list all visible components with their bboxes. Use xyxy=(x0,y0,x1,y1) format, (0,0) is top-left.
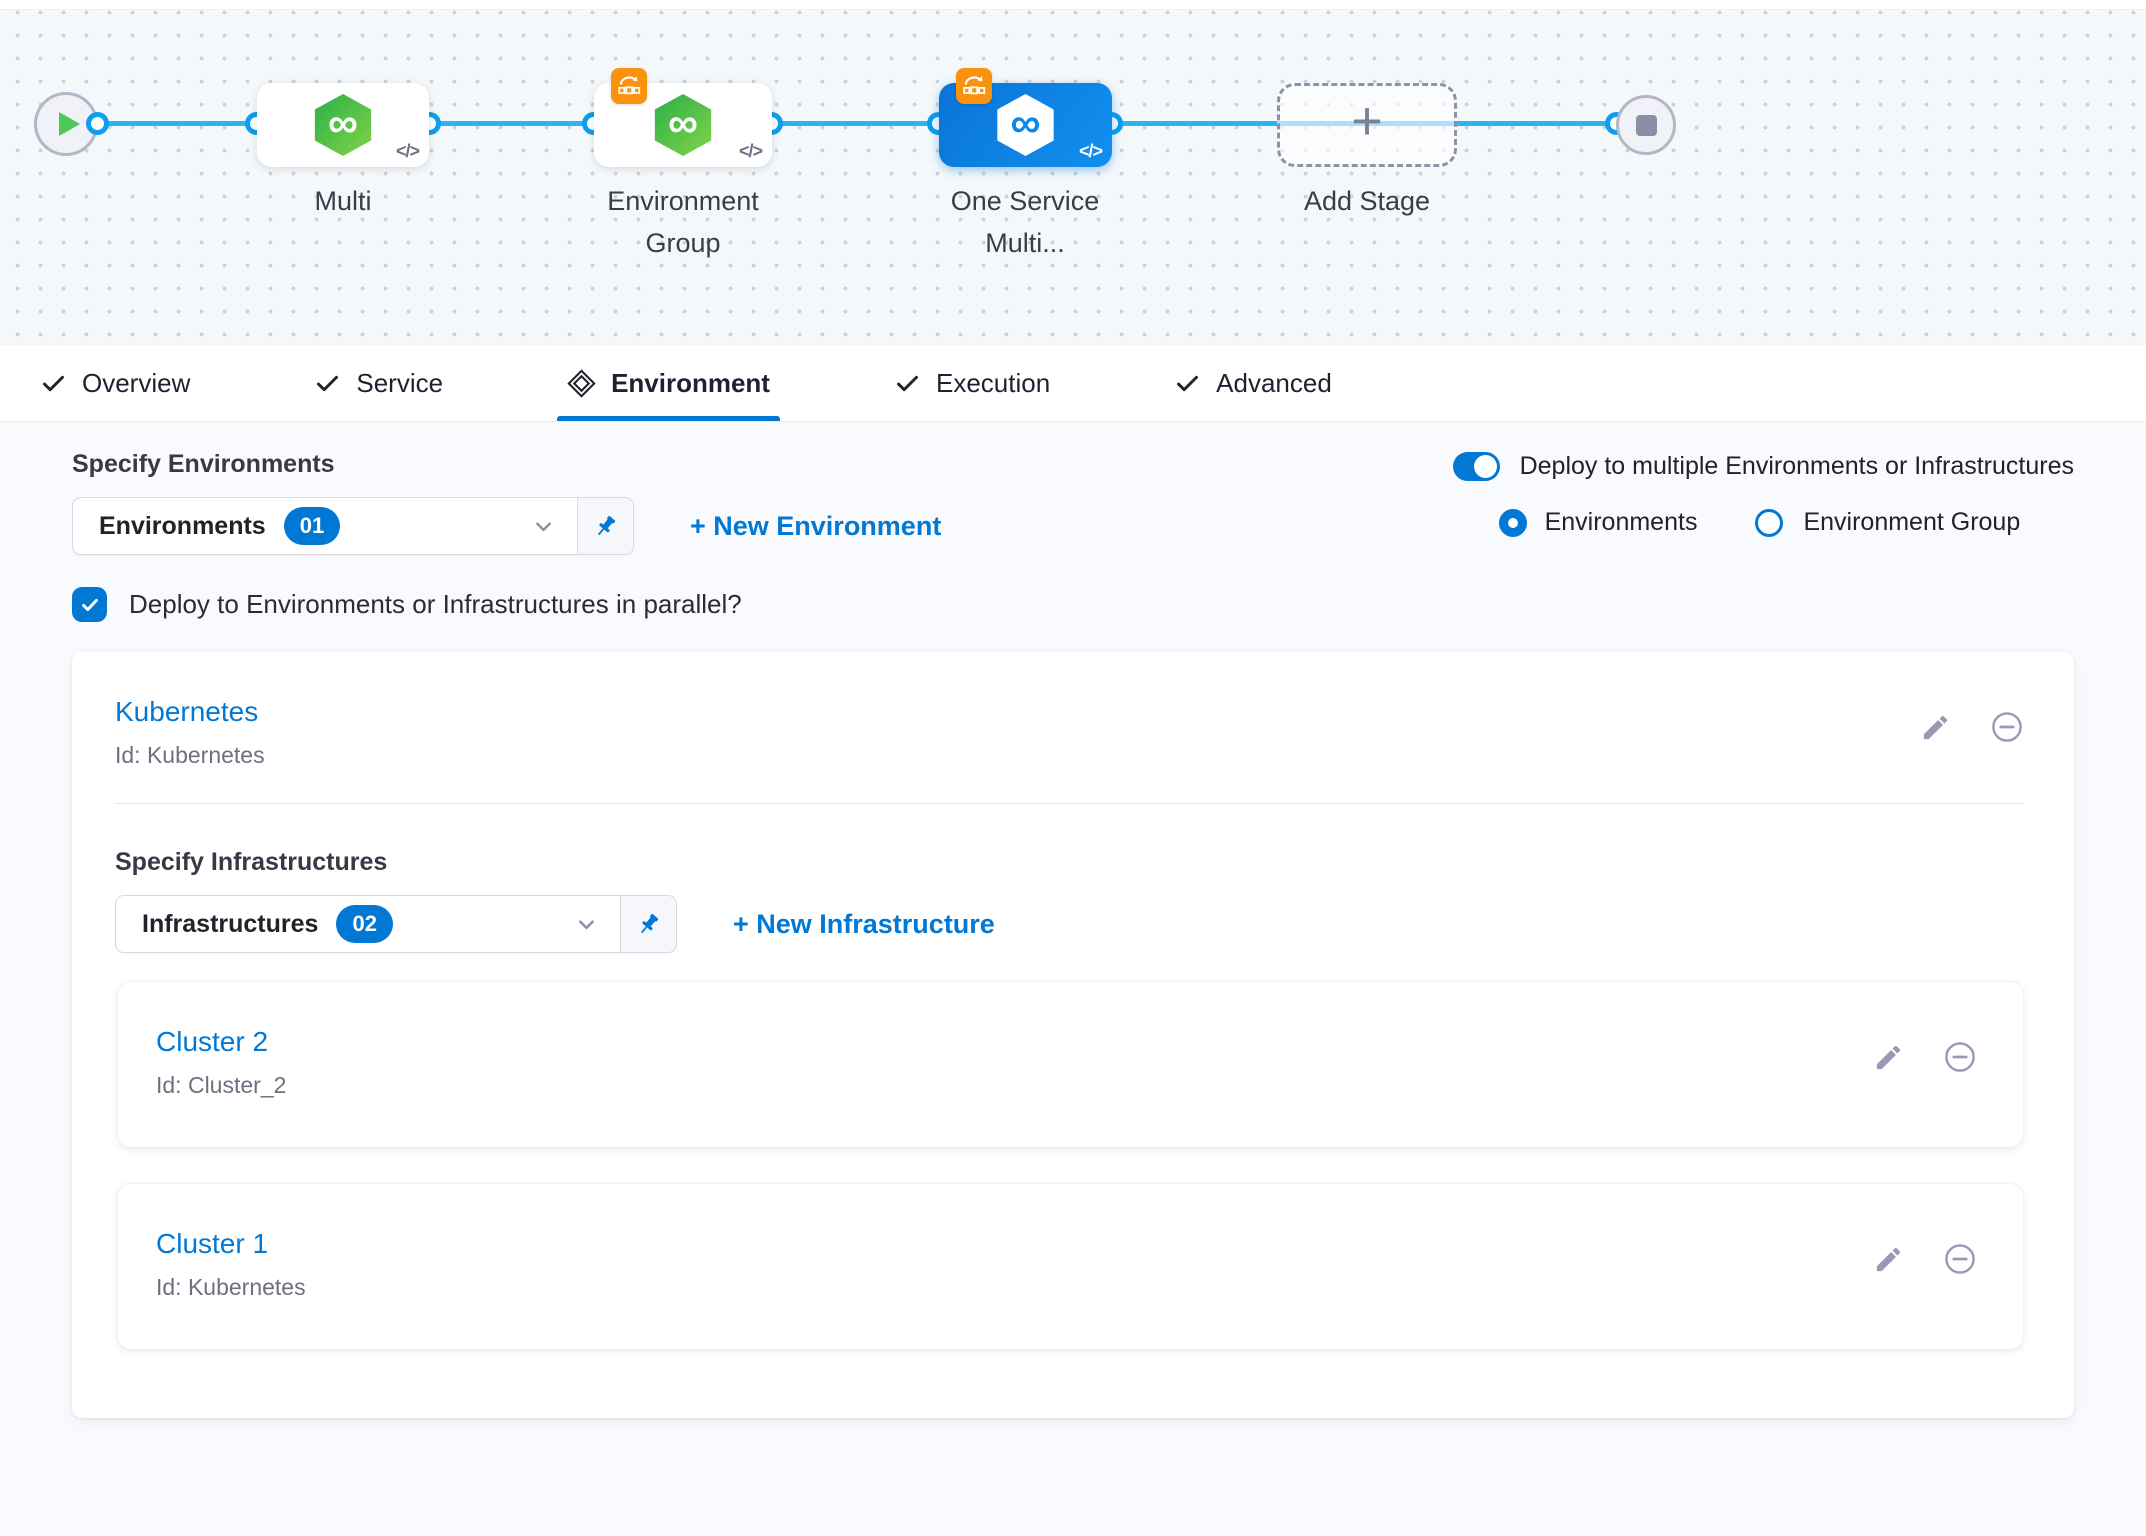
service-hexagon-icon: ∞ xyxy=(651,94,715,156)
tab-label: Advanced xyxy=(1216,368,1332,399)
stage-label: Multi xyxy=(248,180,438,222)
play-icon xyxy=(59,112,80,136)
code-glyph: </> xyxy=(1079,141,1102,162)
minus-circle-icon xyxy=(1943,1039,1977,1075)
new-infrastructure-link[interactable]: + New Infrastructure xyxy=(733,909,995,940)
new-environment-link[interactable]: + New Environment xyxy=(690,511,941,542)
tab-label: Overview xyxy=(82,368,190,399)
chevron-down-icon xyxy=(530,513,557,540)
stage-tabbar: Overview Service Environment Execution A… xyxy=(0,345,2146,422)
radio-environments-label: Environments xyxy=(1545,508,1698,537)
plus-icon: + xyxy=(1351,100,1383,143)
count-badge: 01 xyxy=(284,507,340,545)
tab-advanced[interactable]: Advanced xyxy=(1170,345,1336,421)
minus-circle-icon xyxy=(1943,1241,1977,1277)
code-glyph: </> xyxy=(739,141,762,162)
remove-infrastructure-button[interactable] xyxy=(1943,1040,1977,1074)
edit-infrastructure-button[interactable] xyxy=(1871,1040,1905,1074)
minus-circle-icon xyxy=(1990,709,2024,745)
rollout-badge-icon xyxy=(611,68,647,104)
active-tab-underline xyxy=(557,416,780,421)
pencil-icon xyxy=(1920,712,1951,743)
pencil-icon xyxy=(1873,1042,1904,1073)
connector-port xyxy=(86,112,109,135)
tab-label: Service xyxy=(356,368,443,399)
check-icon xyxy=(894,370,921,397)
remove-environment-button[interactable] xyxy=(1990,710,2024,744)
stage-label: One Service Multi... xyxy=(930,180,1120,264)
check-icon xyxy=(79,594,101,616)
rollout-badge-icon xyxy=(956,68,992,104)
infrastructure-name-link[interactable]: Cluster 2 xyxy=(156,1026,286,1058)
deploy-options: Deploy to multiple Environments or Infra… xyxy=(1453,450,2074,555)
specify-infrastructures-label: Specify Infrastructures xyxy=(115,848,2024,877)
edit-infrastructure-button[interactable] xyxy=(1871,1242,1905,1276)
pin-button[interactable] xyxy=(620,896,676,952)
stage-node-multi[interactable]: ∞ </> xyxy=(257,83,429,167)
specify-environments-label: Specify Environments xyxy=(72,450,941,479)
environments-dropdown[interactable]: Environments 01 xyxy=(72,497,634,555)
pin-icon xyxy=(635,911,662,938)
dropdown-value: Infrastructures xyxy=(142,910,318,939)
multiple-environments-toggle-label: Deploy to multiple Environments or Infra… xyxy=(1520,452,2074,481)
dropdown-value: Environments xyxy=(99,512,266,541)
multiple-environments-toggle[interactable] xyxy=(1453,452,1500,481)
infrastructure-card-cluster-2: Cluster 2 Id: Cluster_2 xyxy=(117,981,2024,1148)
tab-overview[interactable]: Overview xyxy=(36,345,194,421)
pin-button[interactable] xyxy=(577,498,633,554)
specify-environments-section: Specify Environments Environments 01 xyxy=(72,450,941,555)
pin-icon xyxy=(592,513,619,540)
check-icon xyxy=(1174,370,1201,397)
toggle-knob xyxy=(1474,455,1497,478)
infrastructure-id: Id: Kubernetes xyxy=(156,1274,306,1301)
stage-node-one-service-multi[interactable]: ∞ </> xyxy=(939,83,1112,167)
infrastructure-card-cluster-1: Cluster 1 Id: Kubernetes xyxy=(117,1183,2024,1350)
environment-card-kubernetes: Kubernetes Id: Kubernetes Specify Infras… xyxy=(72,652,2074,1418)
chevron-down-icon xyxy=(573,911,600,938)
stage-node-environment-group[interactable]: ∞ </> xyxy=(594,83,772,167)
parallel-deploy-checkbox[interactable] xyxy=(72,587,107,622)
pipeline-canvas[interactable]: ∞ </> ∞ </> xyxy=(0,10,2146,345)
radio-environment-group[interactable] xyxy=(1755,509,1783,537)
count-badge: 02 xyxy=(336,905,392,943)
tab-label: Execution xyxy=(936,368,1050,399)
infrastructure-titles: Cluster 1 Id: Kubernetes xyxy=(156,1228,306,1301)
service-hexagon-icon: ∞ xyxy=(994,94,1058,156)
check-icon xyxy=(314,370,341,397)
check-icon xyxy=(40,370,67,397)
pipeline-end-node[interactable] xyxy=(1616,95,1676,155)
code-glyph: </> xyxy=(396,141,419,162)
stage-label: Add Stage xyxy=(1272,180,1462,222)
pencil-icon xyxy=(1873,1244,1904,1275)
environment-name-link[interactable]: Kubernetes xyxy=(115,696,265,728)
service-hexagon-icon: ∞ xyxy=(311,94,375,156)
radio-environment-group-label: Environment Group xyxy=(1803,508,2020,537)
edit-environment-button[interactable] xyxy=(1918,710,1952,744)
tab-environment[interactable]: Environment xyxy=(563,345,774,421)
tab-service[interactable]: Service xyxy=(310,345,447,421)
environment-id: Id: Kubernetes xyxy=(115,742,265,769)
add-stage-button[interactable]: + xyxy=(1277,83,1457,167)
environment-icon xyxy=(567,369,596,398)
divider xyxy=(115,803,2024,804)
parallel-deploy-checkbox-label: Deploy to Environments or Infrastructure… xyxy=(129,589,742,620)
radio-environments[interactable] xyxy=(1499,509,1527,537)
infinity-glyph: ∞ xyxy=(1011,102,1041,144)
infrastructure-name-link[interactable]: Cluster 1 xyxy=(156,1228,306,1260)
infrastructure-id: Id: Cluster_2 xyxy=(156,1072,286,1099)
stage-label: Environment Group xyxy=(588,180,778,264)
environment-tab-content: Specify Environments Environments 01 xyxy=(0,422,2146,1418)
infinity-glyph: ∞ xyxy=(668,102,698,144)
tab-label: Environment xyxy=(611,368,770,399)
infinity-glyph: ∞ xyxy=(328,102,358,144)
environment-card-titles: Kubernetes Id: Kubernetes xyxy=(115,696,265,769)
remove-infrastructure-button[interactable] xyxy=(1943,1242,1977,1276)
stop-icon xyxy=(1636,115,1657,136)
top-strip xyxy=(0,0,2146,10)
tab-execution[interactable]: Execution xyxy=(890,345,1054,421)
infrastructure-titles: Cluster 2 Id: Cluster_2 xyxy=(156,1026,286,1099)
infrastructures-dropdown[interactable]: Infrastructures 02 xyxy=(115,895,677,953)
